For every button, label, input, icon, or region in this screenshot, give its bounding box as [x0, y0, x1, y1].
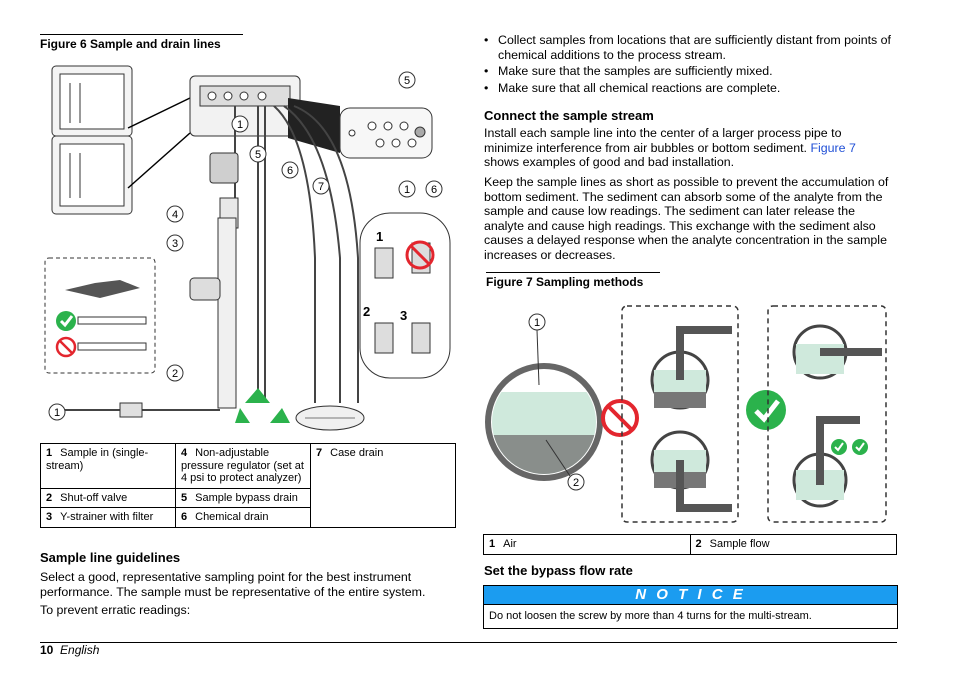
svg-text:4: 4: [172, 209, 178, 221]
svg-text:5: 5: [404, 75, 410, 87]
guidelines-paragraph-1: Select a good, representative sampling p…: [40, 570, 426, 599]
svg-text:2: 2: [573, 477, 579, 489]
figure7-link[interactable]: Figure 7: [810, 140, 856, 155]
footer-rule: [40, 642, 897, 643]
notice-text: Do not loosen the screw by more than 4 t…: [484, 604, 897, 628]
connect-paragraph-2: Keep the sample lines as short as possib…: [484, 175, 889, 262]
figure7-caption: Figure 7 Sampling methods: [486, 272, 660, 289]
svg-text:1: 1: [534, 317, 540, 329]
section-heading-connect: Connect the sample stream: [484, 108, 654, 123]
connect-paragraph-1: Install each sample line into the center…: [484, 126, 856, 170]
svg-text:2: 2: [172, 368, 178, 380]
svg-text:1: 1: [54, 407, 60, 419]
section-heading-bypass: Set the bypass flow rate: [484, 563, 633, 578]
bullet-list: Collect samples from locations that are …: [484, 33, 894, 95]
svg-text:1: 1: [404, 184, 410, 196]
svg-text:7: 7: [318, 181, 324, 193]
section-heading-guidelines: Sample line guidelines: [40, 550, 181, 565]
footer-language: English: [60, 643, 100, 657]
svg-text:6: 6: [431, 184, 437, 196]
svg-text:2: 2: [363, 304, 370, 319]
svg-text:1: 1: [376, 229, 383, 244]
notice-box: N O T I C E Do not loosen the screw by m…: [483, 585, 898, 629]
svg-text:3: 3: [400, 308, 407, 323]
guidelines-paragraph-2: To prevent erratic readings:: [40, 603, 191, 617]
notice-title: N O T I C E: [484, 586, 897, 604]
list-item: Make sure that the samples are sufficien…: [484, 64, 894, 79]
svg-text:1: 1: [237, 119, 243, 131]
svg-text:6: 6: [287, 165, 293, 177]
svg-text:3: 3: [172, 238, 178, 250]
analyzer-cabinet: [51, 65, 133, 215]
figure6-caption: Figure 6 Sample and drain lines: [40, 34, 243, 51]
list-item: Collect samples from locations that are …: [484, 33, 894, 62]
figure7-illustration: 1 2: [485, 305, 887, 523]
list-item: Make sure that all chemical reactions ar…: [484, 81, 894, 96]
page-number: 10: [40, 643, 54, 657]
svg-text:5: 5: [255, 149, 261, 161]
figure6-illustration: 1 2 3 1 5 6 7 4 3 5 1 6 2 1: [44, 65, 451, 431]
page-footer: 10 English: [40, 643, 99, 657]
